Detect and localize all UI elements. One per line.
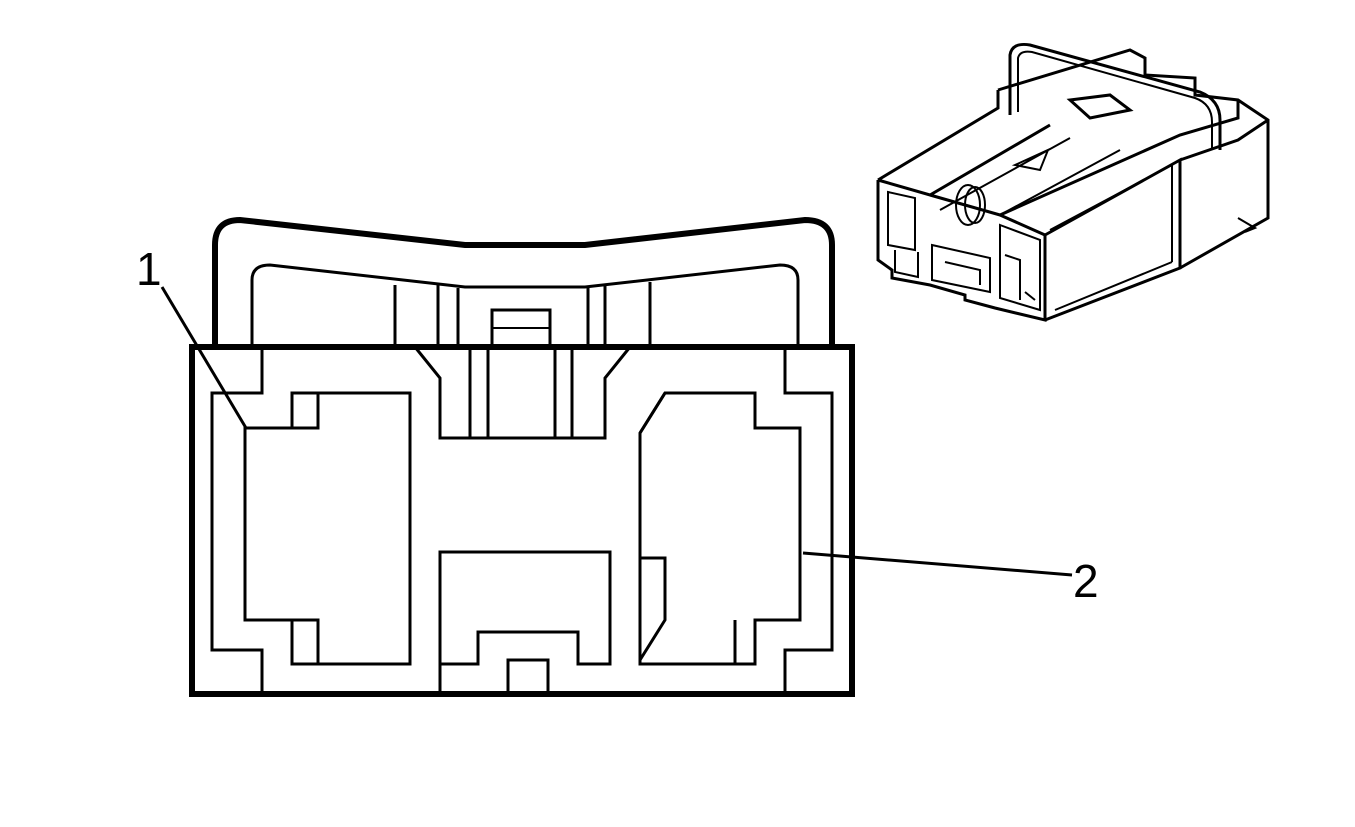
iso-top-rear [997, 48, 1270, 270]
latch-arch-inner [250, 263, 800, 345]
callout-2-leader [802, 551, 1073, 577]
terminal-cavity-1-inner [290, 393, 320, 666]
iso-cavity-left [887, 190, 919, 279]
inner-perimeter-right [783, 347, 834, 692]
callout-2-label: 2 [1073, 555, 1099, 607]
connector-isometric-view [876, 43, 1270, 322]
iso-right-tab [1237, 217, 1258, 233]
callout-1-label: 1 [136, 243, 162, 295]
iso-center-channel [939, 137, 1121, 216]
iso-center-roller [955, 184, 981, 226]
callout-1-leader [160, 286, 248, 429]
center-channel-upper [413, 346, 632, 440]
center-key-lower [438, 550, 612, 692]
center-key-slot [506, 658, 550, 692]
iso-latch-wire [1008, 43, 1222, 150]
iso-front-face [876, 180, 1047, 322]
connector-face-view [189, 216, 855, 697]
latch-arch-outer [212, 216, 835, 345]
terminal-cavity-1 [243, 391, 412, 666]
iso-center-roller-inner [964, 186, 986, 224]
iso-latch-wire-inner [1017, 50, 1213, 150]
callout-2: 2 [802, 551, 1099, 607]
terminal-cavity-2 [638, 391, 802, 666]
iso-right-rib [1049, 164, 1173, 311]
terminal-cavity-2-inner [638, 392, 737, 664]
iso-right-side [1044, 118, 1269, 322]
iso-cavity-right [999, 223, 1041, 312]
inner-perimeter-left [210, 347, 264, 692]
iso-cavity-center [931, 243, 991, 294]
iso-top-face [877, 90, 1240, 217]
callout-1: 1 [136, 243, 248, 429]
iso-latch-bar [1066, 93, 1134, 120]
connector-body-outer [189, 344, 855, 697]
